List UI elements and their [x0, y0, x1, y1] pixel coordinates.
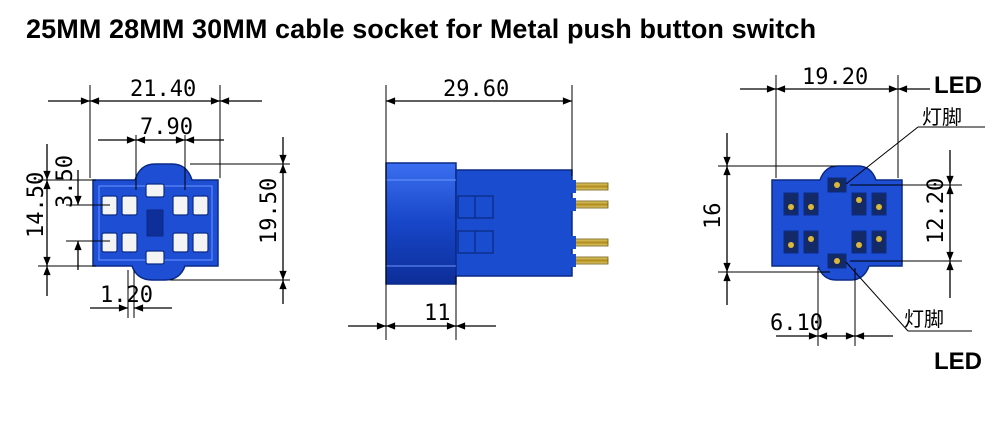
dim-front-height-total: 19.50: [257, 178, 282, 244]
page-title: 25MM 28MM 30MM cable socket for Metal pu…: [26, 14, 817, 44]
dim-rear-pin-offset: 6.10: [770, 311, 823, 336]
dim-front-height-inner: 3.50: [53, 155, 78, 208]
led-pin-label-bottom: 灯脚: [904, 307, 944, 331]
side-view: 29.60 11: [348, 77, 609, 340]
led-pin-label-top: 灯脚: [922, 105, 962, 129]
rear-socket-body: [771, 165, 903, 281]
dim-rear-width: 19.20: [802, 65, 868, 90]
front-socket-body: [92, 163, 219, 281]
dim-rear-inner-height: 12.20: [924, 178, 949, 244]
dim-front-width: 21.40: [130, 77, 196, 102]
front-view: 21.40 7.90 14.50 3.50 19.50 1.20: [24, 77, 290, 318]
dim-front-inner-width: 7.90: [140, 115, 193, 140]
led-label-bottom: LED: [934, 348, 982, 375]
dim-front-pin-offset: 1.20: [100, 283, 153, 308]
dim-front-height-outer: 14.50: [24, 172, 49, 238]
side-socket-body: [385, 162, 609, 285]
rear-view: 19.20 LED 灯脚 16 12.20 6.10 灯脚 LED: [701, 65, 985, 375]
led-label-top: LED: [934, 72, 982, 99]
dim-side-length: 29.60: [443, 77, 509, 102]
dim-rear-height: 16: [701, 203, 726, 230]
dim-side-body-length: 11: [424, 301, 451, 326]
